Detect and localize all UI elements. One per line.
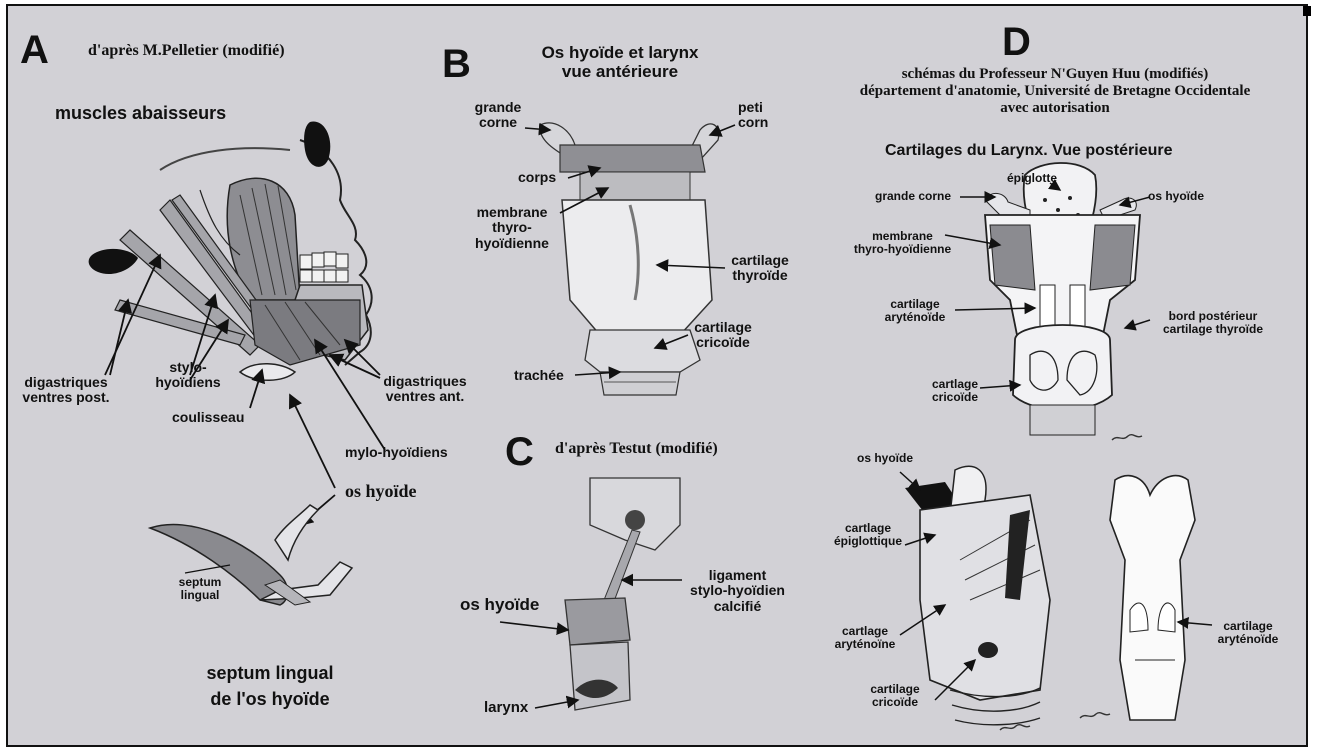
label-larynx: larynx <box>484 700 528 717</box>
label-grande-corne-d: grande corne <box>875 190 951 203</box>
label-os-hyoide-a: os hyoïde <box>345 482 417 502</box>
head-muscles-drawing <box>89 122 385 605</box>
panel-c-letter: C <box>505 430 534 474</box>
panel-a-letter: A <box>20 28 49 72</box>
label-stylo-hyoidiens: stylo-hyoïdiens <box>148 360 228 391</box>
panel-d-subtitle: Cartilages du Larynx. Vue postérieure <box>885 142 1173 160</box>
label-coulisseau: coulisseau <box>172 410 244 425</box>
label-trachee: trachée <box>514 368 564 383</box>
panel-d-letter: D <box>1002 20 1031 64</box>
panel-d-credit: schémas du Professeur N'Guyen Huu (modif… <box>790 66 1320 116</box>
label-corps: corps <box>518 170 556 185</box>
panel-b-letter: B <box>442 42 471 86</box>
panel-c-source: d'après Testut (modifié) <box>555 440 718 458</box>
stylohyoid-ligament-drawing <box>500 478 682 710</box>
larynx-anterior-drawing <box>525 123 735 395</box>
label-mylo-hyoidiens: mylo-hyoïdiens <box>345 445 448 460</box>
label-os-hyoide-d: os hyoïde <box>1148 190 1204 203</box>
label-os-hyoide-lateral: os hyoïde <box>857 452 913 465</box>
label-os-hyoide-c: os hyoïde <box>460 596 539 615</box>
label-epiglotte: épiglotte <box>1007 172 1057 185</box>
panel-a-title: muscles abaisseurs <box>55 104 226 124</box>
larynx-lateral-drawing <box>900 435 1212 730</box>
panel-a-source: d'après M.Pelletier (modifié) <box>88 42 285 60</box>
